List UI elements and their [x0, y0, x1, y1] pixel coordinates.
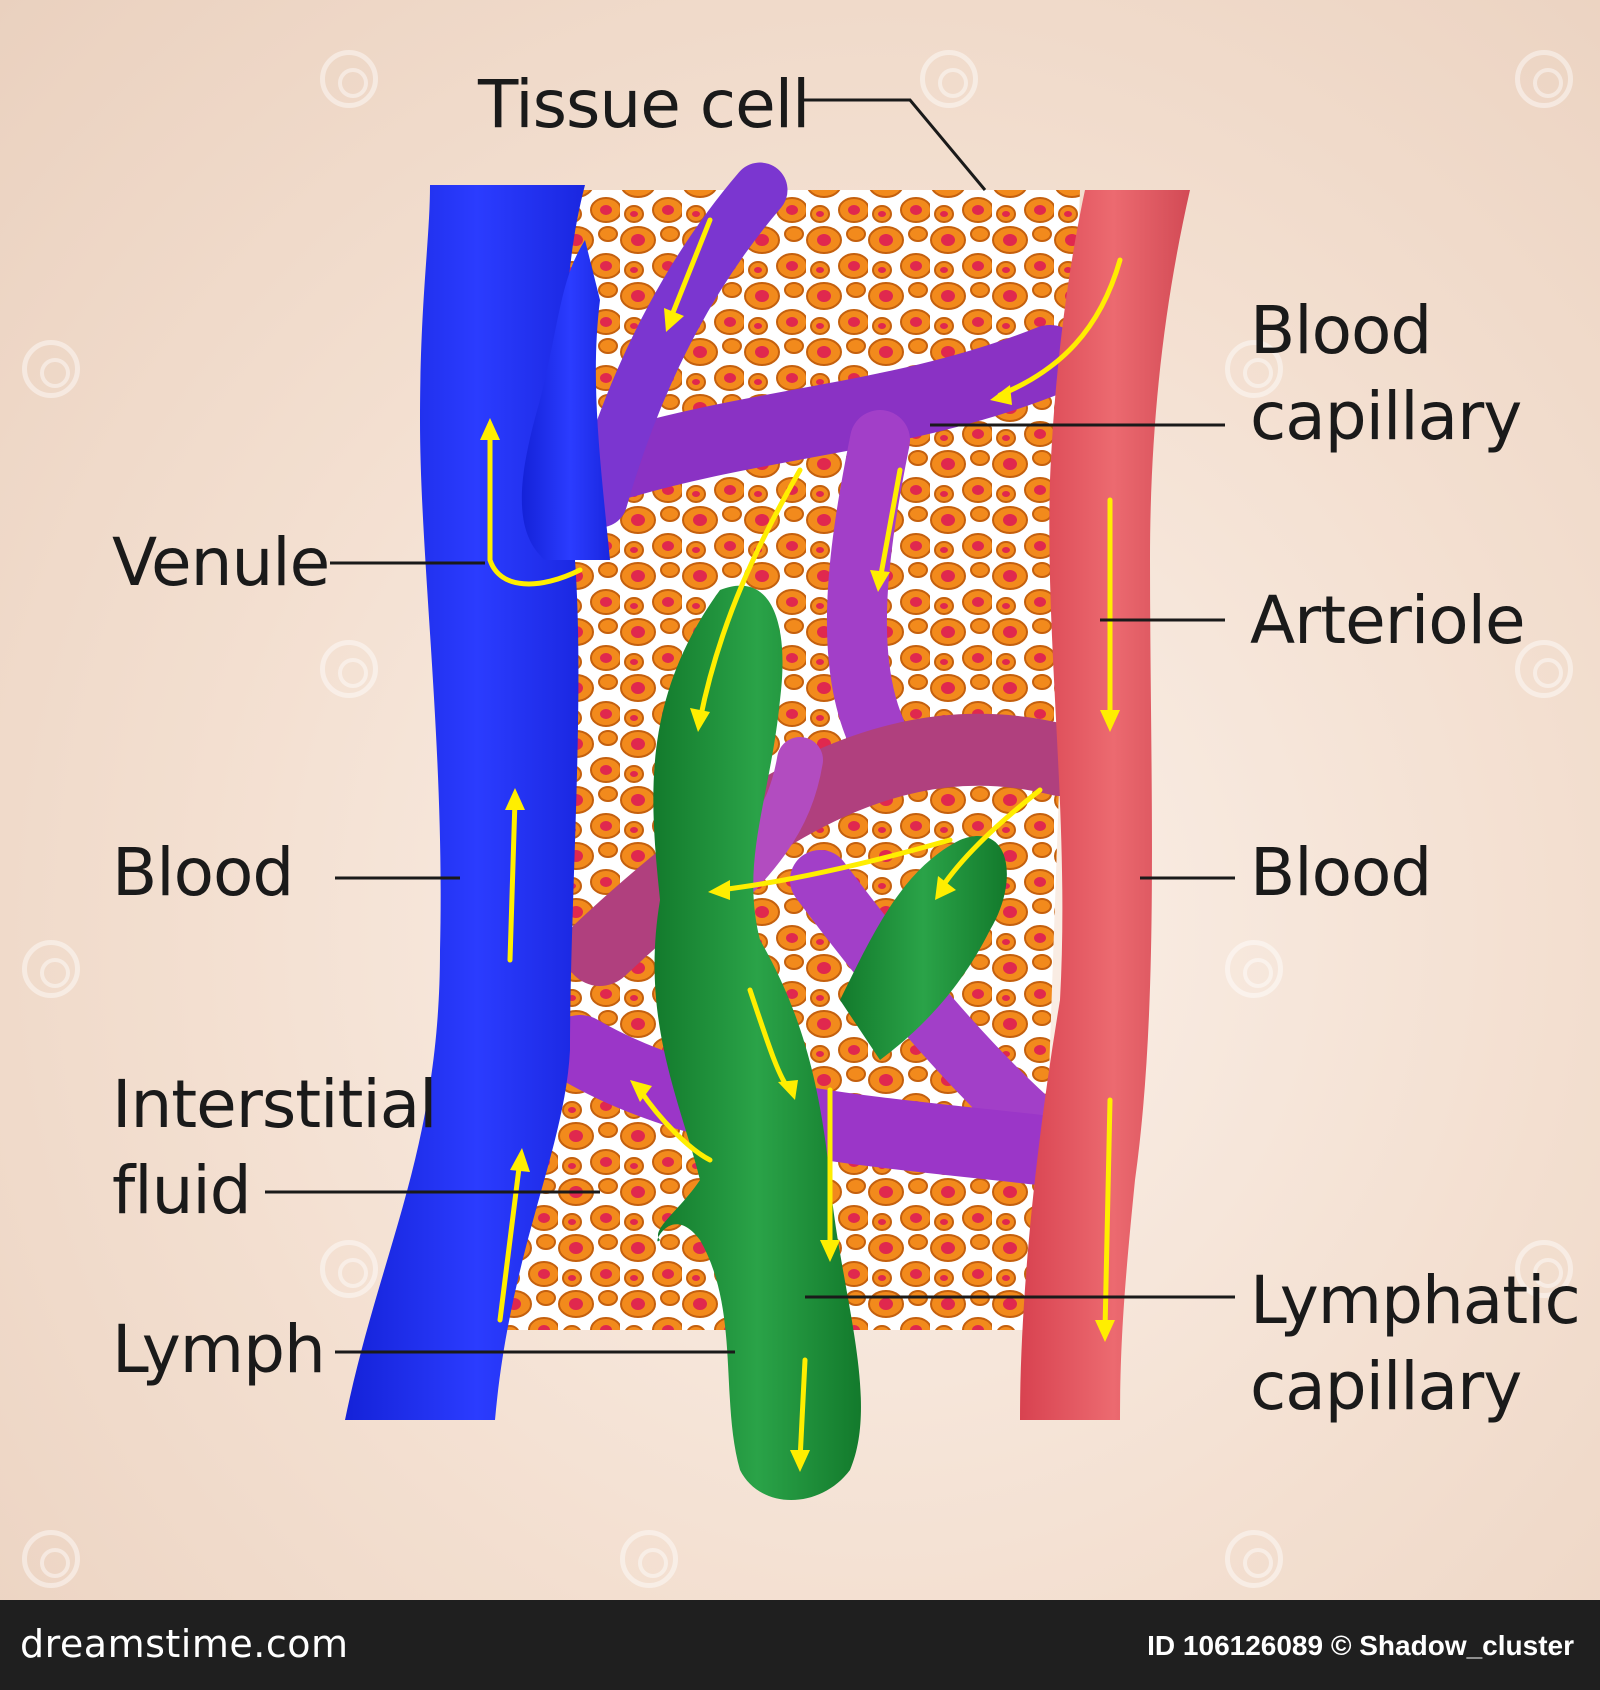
- label-interstitial-fluid-line2: fluid: [112, 1152, 252, 1229]
- label-blood-right: Blood: [1250, 834, 1432, 911]
- watermark-icon: [320, 640, 378, 698]
- footer-credit: ID 106126089 © Shadow_cluster: [1147, 1630, 1574, 1661]
- label-interstitial-fluid-line1: Interstitial: [112, 1066, 438, 1143]
- arteriole-vessel: [1020, 190, 1190, 1420]
- label-blood-capillary-line1: Blood: [1250, 292, 1432, 369]
- watermark-icon: [22, 340, 80, 398]
- arrow-heads: [480, 308, 1120, 1472]
- watermark-icon: [1515, 50, 1573, 108]
- watermark-icon: [1515, 1240, 1573, 1298]
- lymphatic-system-diagram: [265, 98, 1235, 1500]
- label-arteriole: Arteriole: [1250, 582, 1526, 659]
- watermark-icon: [22, 1530, 80, 1588]
- watermark-icon: [1515, 640, 1573, 698]
- label-blood-capillary-line2: capillary: [1250, 378, 1522, 455]
- footer-bar: dreamstime.com ID 106126089 © Shadow_clu…: [0, 1600, 1600, 1690]
- leader-lines: [265, 98, 1235, 1354]
- label-lymph: Lymph: [112, 1311, 326, 1388]
- watermark-icon: [320, 1240, 378, 1298]
- watermark-icon: [22, 940, 80, 998]
- venule-branch: [521, 240, 610, 560]
- watermark-icon: [1225, 940, 1283, 998]
- leader-tissue-cell: [800, 98, 987, 191]
- label-lymphatic-capillary-line1: Lymphatic: [1250, 1262, 1581, 1339]
- label-venule: Venule: [112, 524, 330, 601]
- label-tissue-cell: Tissue cell: [478, 66, 810, 143]
- watermark-icon: [1225, 1530, 1283, 1588]
- footer-brand[interactable]: dreamstime.com: [20, 1622, 349, 1666]
- watermark-icon: [620, 1530, 678, 1588]
- watermark-icon: [920, 50, 978, 108]
- lymphatic-capillary-vessel: [653, 585, 861, 1500]
- label-lymphatic-capillary-line2: capillary: [1250, 1348, 1522, 1425]
- watermark-icon: [1225, 340, 1283, 398]
- watermark-icon: [320, 50, 378, 108]
- lymphatic-branch: [840, 836, 1007, 1060]
- label-blood-left: Blood: [112, 834, 294, 911]
